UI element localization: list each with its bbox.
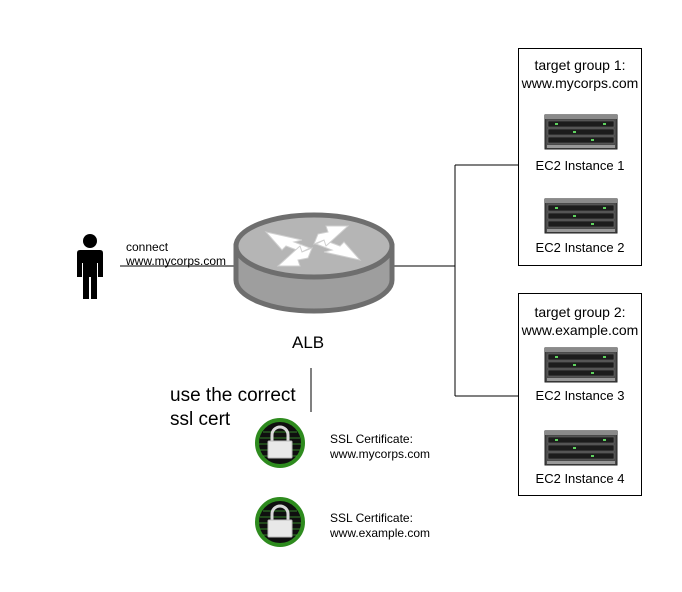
target-group-1: target group 1: www.mycorps.com EC2 Inst… [518,48,642,266]
ec2-instance-1 [543,113,619,151]
server-icon [544,347,618,383]
user [74,233,106,301]
padlock-icon [255,497,305,547]
person-icon [77,234,103,299]
padlock-icon [255,418,305,468]
server-icon [544,430,618,466]
ssl-note-line1: use the correct [170,385,296,406]
cert-2-domain: www.example.com [330,526,431,540]
target-group-2-domain: www.example.com [521,322,639,338]
target-group-2-title: target group 2: [534,304,626,320]
server-icon [544,198,618,234]
target-group-1-domain: www.mycorps.com [521,75,639,91]
cert-1-title: SSL Certificate: [330,432,413,446]
ec2-instance-3 [543,346,619,384]
ec2-instance-2 [543,197,619,235]
ec2-instance-2-label: EC2 Instance 2 [535,240,625,255]
alb-label: ALB [292,333,325,352]
ec2-instance-1-label: EC2 Instance 1 [535,158,625,173]
ec2-instance-3-label: EC2 Instance 3 [535,388,625,403]
connect-url: www.mycorps.com [126,254,227,268]
ssl-certificate-2 [255,497,305,547]
cert-2-title: SSL Certificate: [330,511,413,525]
cert-1-domain: www.mycorps.com [330,447,431,461]
ec2-instance-4 [543,429,619,467]
target-group-2: target group 2: www.example.com EC2 Inst… [518,293,642,496]
ec2-instance-4-label: EC2 Instance 4 [535,471,625,486]
alb-router [230,212,398,316]
server-icon [544,114,618,150]
ssl-note-line2: ssl cert [170,409,231,430]
router-icon [233,212,395,314]
target-group-1-title: target group 1: [534,57,626,73]
ssl-certificate-1 [255,418,305,468]
connect-label: connect [126,240,169,254]
